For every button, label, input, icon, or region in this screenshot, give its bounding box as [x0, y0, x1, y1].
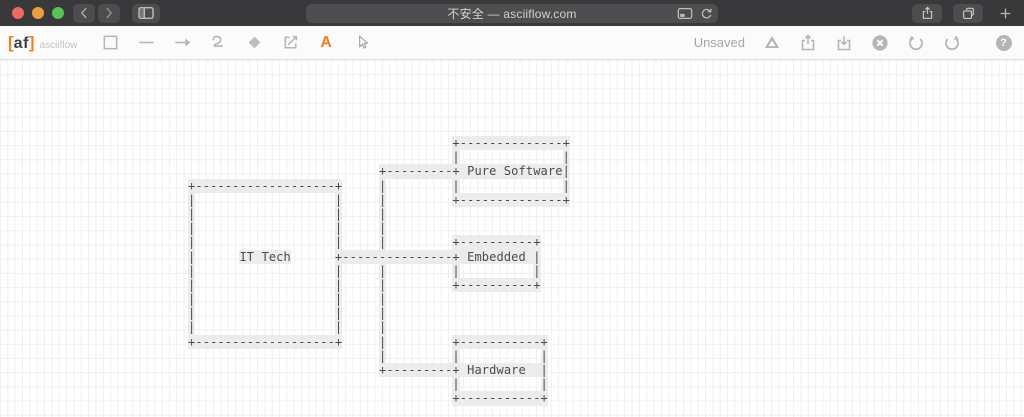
- clear-icon: [871, 34, 888, 51]
- import-icon: [837, 35, 850, 50]
- logo-bracket-left: [: [8, 32, 14, 52]
- back-button[interactable]: [73, 3, 95, 23]
- back-icon: [81, 7, 87, 19]
- import-button[interactable]: [833, 32, 854, 53]
- forward-button[interactable]: [98, 3, 120, 23]
- sidebar-toggle-button[interactable]: [132, 3, 160, 23]
- tabs-icon: [962, 7, 974, 19]
- redo-icon: [944, 35, 959, 50]
- diamond-eraser-icon: [248, 36, 260, 49]
- close-window-button[interactable]: [12, 7, 24, 19]
- titlebar-right-actions: [909, 3, 1016, 23]
- export-icon: [801, 33, 814, 50]
- asciiflow-toolbar: [ af ] asciiflow: [0, 26, 1024, 60]
- erase-tool[interactable]: [240, 29, 268, 57]
- text-tool[interactable]: A: [312, 29, 340, 57]
- letter-a-icon: A: [320, 33, 332, 51]
- help-icon: ?: [995, 34, 1012, 51]
- page-settings-icon[interactable]: [677, 7, 693, 20]
- horizontal-line-icon: [138, 41, 154, 44]
- share-button[interactable]: [912, 3, 942, 23]
- minimize-window-button[interactable]: [32, 7, 44, 19]
- box-diagonal-arrow-icon: [284, 35, 297, 49]
- address-bar[interactable]: 不安全 — asciiflow.com: [306, 3, 718, 23]
- save-status: Unsaved: [693, 35, 745, 50]
- square-icon: [103, 35, 117, 50]
- select-tool[interactable]: [276, 29, 304, 57]
- address-text: 不安全 — asciiflow.com: [447, 6, 577, 21]
- freeform-tool[interactable]: [204, 29, 232, 57]
- arrow-tool[interactable]: [168, 29, 196, 57]
- export-button[interactable]: [797, 32, 818, 53]
- line-tool[interactable]: [132, 29, 160, 57]
- logo-bracket-right: ]: [28, 32, 35, 52]
- help-button[interactable]: ?: [993, 32, 1014, 53]
- titlebar: 不安全 — asciiflow.com: [0, 0, 1024, 26]
- reload-icon[interactable]: [700, 7, 713, 20]
- right-arrow-icon: [174, 38, 190, 47]
- squiggle-icon: [211, 35, 223, 47]
- pointer-tool[interactable]: [348, 29, 376, 57]
- redo-button[interactable]: [941, 32, 962, 53]
- drawing-canvas[interactable]: +--------------+ | | +---------+ Pure So…: [0, 60, 1024, 417]
- new-tab-button[interactable]: [994, 4, 1016, 23]
- tool-palette: A: [96, 29, 376, 57]
- ascii-art: +--------------+ | | +---------+ Pure So…: [188, 136, 570, 406]
- box-tool[interactable]: [96, 29, 124, 57]
- tab-overview-button[interactable]: [953, 3, 983, 23]
- toolbar-actions: [761, 32, 962, 53]
- asciiflow-logo: [ af ] asciiflow: [8, 33, 94, 53]
- google-drive-icon: [764, 35, 779, 48]
- zoom-window-button[interactable]: [52, 7, 64, 19]
- new-tab-icon: [1000, 8, 1010, 18]
- google-drive-button[interactable]: [761, 32, 782, 53]
- undo-button[interactable]: [905, 32, 926, 53]
- clear-button[interactable]: [869, 32, 890, 53]
- logo-subtitle: asciiflow: [39, 39, 78, 51]
- share-icon: [922, 6, 932, 19]
- undo-icon: [908, 35, 923, 50]
- logo-text: af: [13, 34, 29, 52]
- sidebar-icon: [138, 7, 154, 19]
- cursor-icon: [358, 35, 368, 49]
- window-controls: [8, 7, 70, 19]
- forward-icon: [106, 7, 112, 19]
